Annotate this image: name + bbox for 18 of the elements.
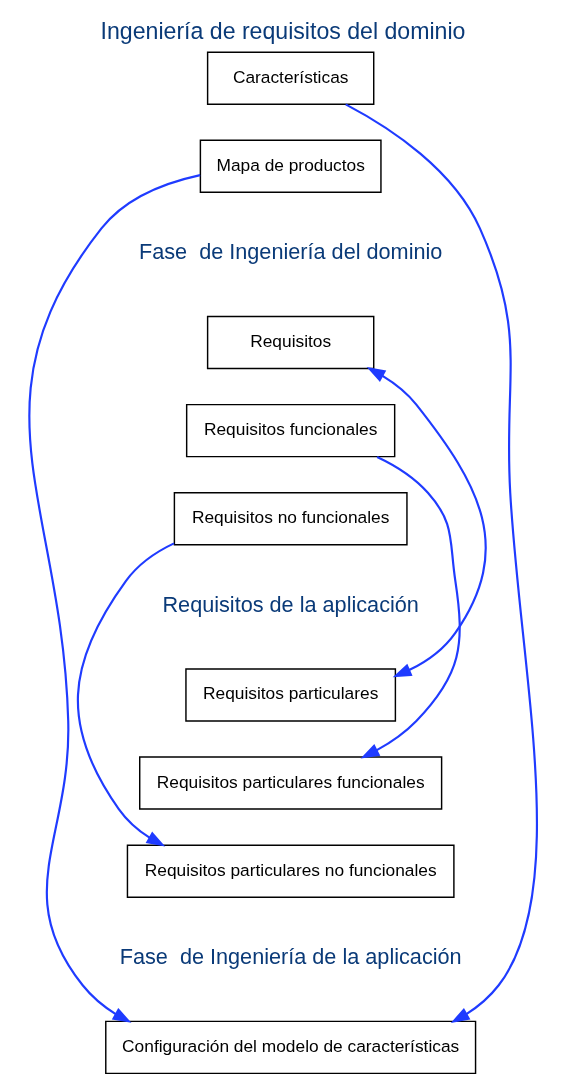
label: Fase de Ingeniería de la aplicación: [119, 944, 462, 970]
node-box: Configuración del modelo de características: [105, 1020, 477, 1075]
node-box: Requisitos funcionales: [185, 403, 396, 458]
node-box: Requisitos no funcionales: [173, 492, 408, 546]
arrow: [28, 174, 201, 1023]
node-box: Características: [206, 51, 375, 105]
node-box: Requisitos particulares: [185, 668, 397, 722]
arrow: [77, 542, 175, 847]
label: Fase de Ingeniería del dominio: [138, 239, 443, 265]
node-box: Requisitos particulares no funcionales: [126, 844, 455, 898]
node-box: Requisitos: [206, 315, 375, 370]
arrow: [366, 367, 487, 678]
node-box: Mapa de productos: [199, 139, 382, 193]
arrow: [345, 103, 538, 1023]
arrow: [360, 455, 461, 759]
node-box: Requisitos particulares funcionales: [139, 756, 443, 810]
diagram-title: Ingeniería de requisitos del dominio: [100, 17, 466, 44]
label: Requisitos de la aplicación: [162, 591, 419, 617]
